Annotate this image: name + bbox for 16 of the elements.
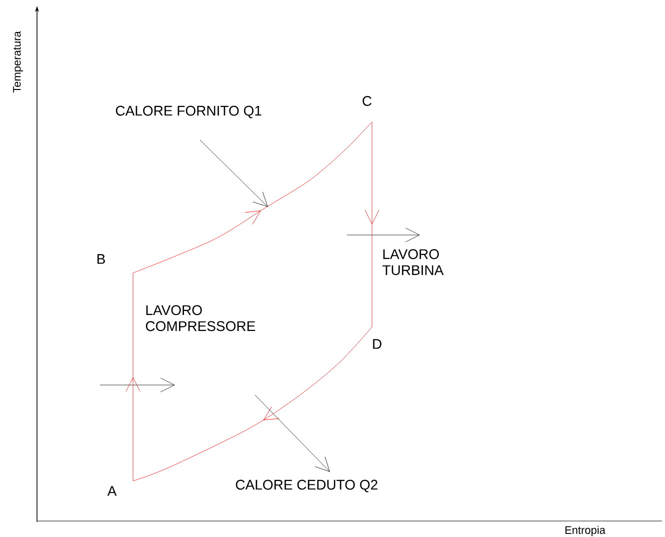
arrow — [254, 394, 330, 472]
point-label: B — [97, 254, 105, 264]
axis-label: Entropia — [565, 526, 606, 536]
arrow — [200, 140, 268, 207]
heat-label: CALORE FORNITO Q1 — [116, 106, 262, 118]
point-label: A — [107, 486, 117, 496]
point-label: D — [373, 339, 382, 349]
work-label: LAVORO TURBINA — [382, 249, 444, 276]
cycle-line — [132, 122, 372, 274]
point-label: C — [362, 96, 372, 106]
heat-label: CALORE CEDUTO Q2 — [236, 480, 378, 492]
cycle-line — [132, 326, 372, 482]
cycle-line — [364, 122, 380, 328]
work-label: LAVORO COMPRESSORE — [146, 305, 256, 332]
cycle-line — [126, 272, 140, 482]
axis-label: Temperatura — [13, 31, 23, 93]
